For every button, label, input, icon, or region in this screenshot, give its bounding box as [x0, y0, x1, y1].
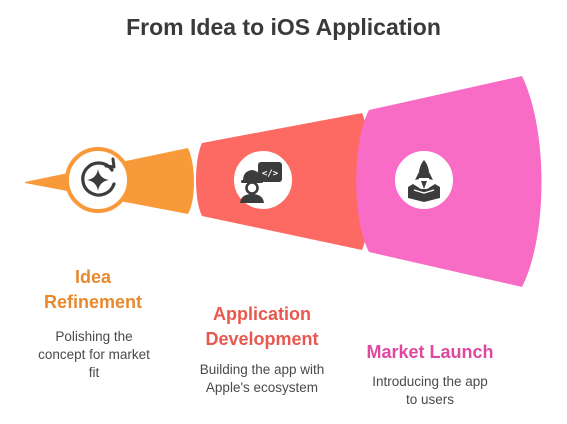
stage-3-title-line-1: Market Launch [366, 342, 494, 362]
svg-text:</>: </> [262, 169, 279, 179]
stage-2-description-line-1: Building the app with [199, 362, 325, 377]
stage-3-description-line-2: to users [405, 392, 455, 407]
stage-2-icon-circle: </> [230, 147, 296, 213]
stage-1-title-line-1: Idea [74, 267, 112, 287]
stage-1-description: Polishing the concept for market fit [28, 328, 160, 382]
stage-2-title-line-1: Application [213, 304, 311, 324]
stage-2-description-line-2: Apple's ecosystem [205, 380, 319, 395]
rocket-launch-icon [408, 160, 440, 202]
stage-1-description-line-2: concept for market [38, 347, 150, 362]
stage-1-description-line-3: fit [88, 365, 100, 380]
stage-2-title: Application Development [192, 302, 332, 352]
developer-with-code-icon: </> [240, 162, 282, 203]
stage-1-title: Idea Refinement [28, 265, 158, 315]
stage-3-description: Introducing the app to users [355, 373, 505, 409]
stage-1-title-line-2: Refinement [43, 292, 142, 312]
stage-3-description-line-1: Introducing the app [372, 374, 488, 389]
refresh-sparkle-icon [81, 157, 116, 197]
stage-2-title-line-2: Development [205, 329, 319, 349]
stage-1-icon-circle [65, 147, 131, 213]
stage-2-description: Building the app with Apple's ecosystem [186, 361, 338, 397]
page-title: From Idea to iOS Application [126, 14, 441, 40]
stage-1-description-line-1: Polishing the [55, 329, 133, 344]
stage-3-title: Market Launch [355, 340, 505, 365]
stage-3-icon-circle [391, 147, 457, 213]
